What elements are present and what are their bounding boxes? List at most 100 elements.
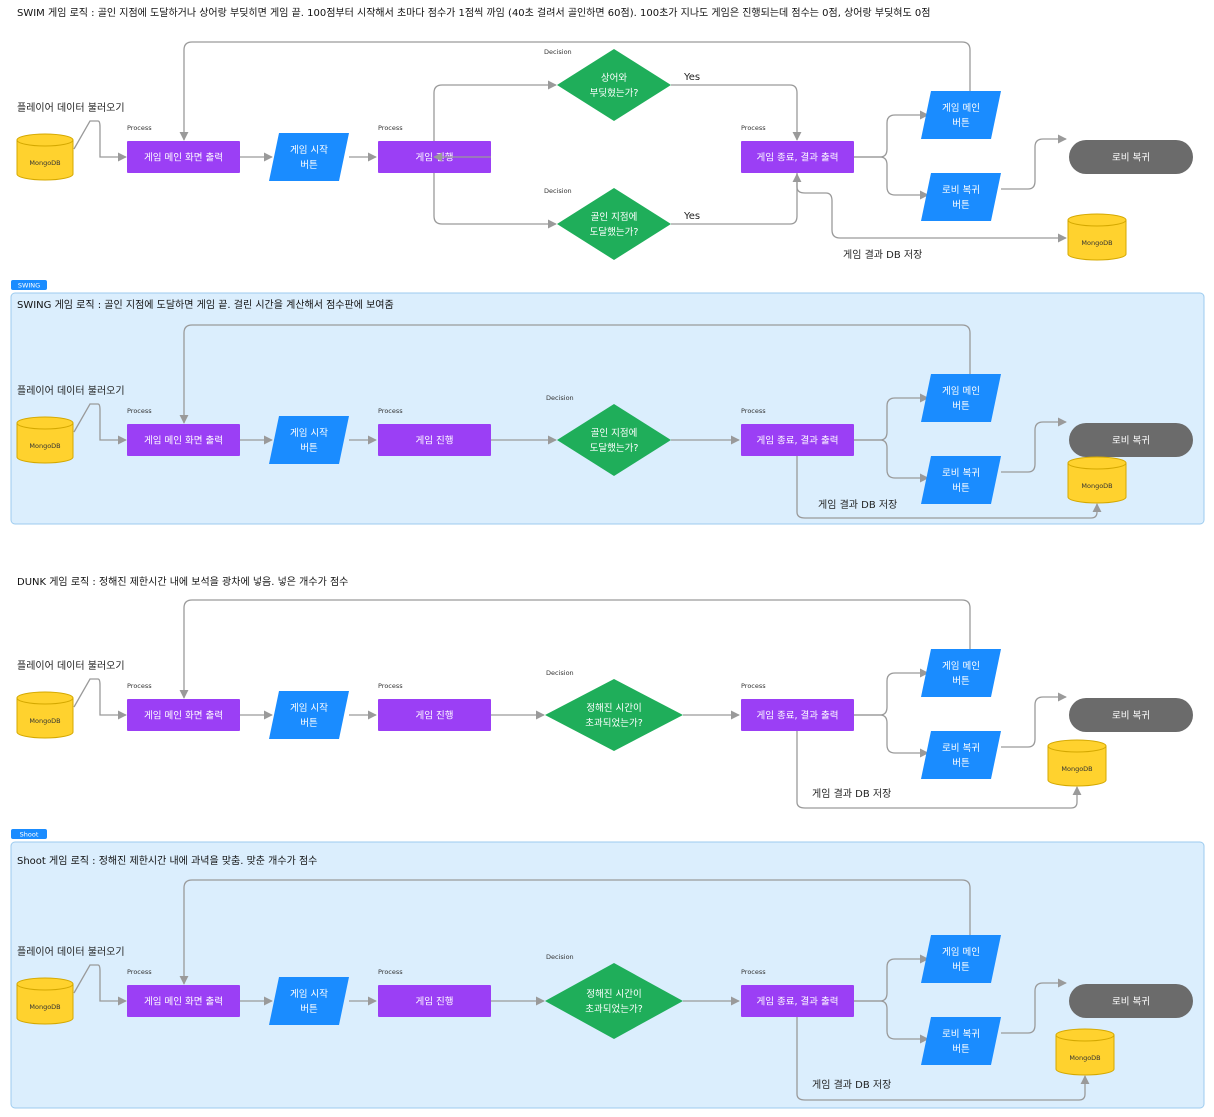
- swimlane-tag-label: SWING: [18, 282, 40, 290]
- decision-label: 정해진 시간이: [586, 702, 641, 714]
- process-label: 게임 메인 화면 출력: [144, 152, 223, 164]
- decision-label: 초과되었는가?: [585, 1003, 642, 1015]
- io-label: 로비 복귀: [942, 185, 980, 196]
- database-label: MongoDB: [1061, 765, 1092, 773]
- connector-load: [73, 964, 127, 1006]
- database-top: [16, 977, 74, 991]
- process-label: 게임 종료, 결과 출력: [757, 996, 839, 1008]
- decision-label: 도달했는가?: [590, 442, 639, 454]
- io-label: 버튼: [300, 1004, 318, 1015]
- process-label: 게임 메인 화면 출력: [144, 435, 223, 447]
- connector-save-result: [796, 173, 1067, 243]
- connector-save-result: [796, 456, 1102, 519]
- process-box: [127, 424, 240, 456]
- terminal-shape: [1069, 698, 1193, 732]
- section-swing: SWING SWING 게임 로직 : 골인 지점에 도달하면 게임 끝. 걸린 …: [10, 280, 1205, 525]
- database-top: [1055, 1028, 1115, 1042]
- process-box: [127, 699, 240, 731]
- io-label: 로비 복귀: [942, 1029, 980, 1040]
- process-box: [378, 985, 491, 1017]
- process-caption: Process: [378, 968, 403, 976]
- decision-caption: Decision: [546, 669, 574, 677]
- terminal-shape: [1069, 984, 1193, 1018]
- io-label: 버튼: [952, 962, 970, 973]
- database-body: [1055, 1035, 1115, 1076]
- result-database: MongoDB: [1055, 1028, 1115, 1076]
- database-label: MongoDB: [29, 159, 60, 167]
- io-shape: [269, 133, 349, 181]
- section-dunk: DUNK 게임 로직 : 정해진 제한시간 내에 보석을 광차에 넣음. 넣은 …: [16, 575, 1193, 809]
- load-player-data-label: 플레이어 데이터 불러오기: [17, 946, 125, 958]
- io-label: 버튼: [300, 718, 318, 729]
- decision-label: 골인 지점에: [591, 211, 638, 223]
- loop-connector: [179, 879, 971, 985]
- database-top: [16, 691, 74, 705]
- main-screen-process: 게임 메인 화면 출력: [127, 141, 240, 173]
- process-box: [127, 985, 240, 1017]
- decision-label: 정해진 시간이: [586, 988, 641, 1000]
- database-top: [1067, 213, 1127, 227]
- process-caption: Process: [127, 968, 152, 976]
- database-top: [1067, 456, 1127, 470]
- database-body: [16, 698, 74, 739]
- main-screen-process: 게임 메인 화면 출력: [127, 699, 240, 731]
- main-screen-process: 게임 메인 화면 출력: [127, 424, 240, 456]
- load-player-data-label: 플레이어 데이터 불러오기: [17, 660, 125, 672]
- connector-yes: [671, 84, 802, 141]
- lobby-return-terminal: 로비 복귀: [1069, 140, 1193, 174]
- end-process: 게임 종료, 결과 출력: [741, 141, 854, 173]
- loop-connector: [179, 599, 971, 699]
- connector-end-to-main-button: [854, 668, 929, 716]
- database-label: MongoDB: [29, 1003, 60, 1011]
- process-box: [378, 699, 491, 731]
- yes-label: Yes: [683, 211, 700, 222]
- database-body: [16, 140, 74, 181]
- decision-shape: [557, 188, 671, 260]
- terminal-label: 로비 복귀: [1112, 436, 1150, 447]
- connector-end-to-lobby-button: [854, 714, 929, 758]
- io-shape: [921, 935, 1001, 983]
- save-result-label: 게임 결과 DB 저장: [818, 498, 897, 511]
- decision-caption: Decision: [544, 48, 572, 56]
- database-top: [16, 133, 74, 147]
- section-title: Shoot 게임 로직 : 정해진 제한시간 내에 과녁을 맞춤. 맞춘 개수가…: [17, 854, 317, 867]
- end-process: 게임 종료, 결과 출력: [741, 699, 854, 731]
- io-label: 게임 메인: [942, 946, 980, 958]
- connector-to-lobby: [1001, 417, 1067, 473]
- connector-progress-to-decision: [433, 173, 557, 229]
- connector-end-to-lobby-button: [854, 439, 929, 483]
- lobby-return-terminal: 로비 복귀: [1069, 984, 1193, 1018]
- section-title: SWING 게임 로직 : 골인 지점에 도달하면 게임 끝. 걸린 시간을 계…: [17, 298, 394, 311]
- process-caption: Process: [378, 407, 403, 415]
- decision-label: 초과되었는가?: [585, 717, 642, 729]
- load-player-data-label: 플레이어 데이터 불러오기: [17, 102, 125, 114]
- connector-end-to-main-button: [854, 954, 929, 1002]
- process-label: 게임 종료, 결과 출력: [757, 710, 839, 722]
- connector-end-to-lobby-button: [854, 1000, 929, 1044]
- database-label: MongoDB: [1081, 239, 1112, 247]
- process-caption: Process: [741, 124, 766, 132]
- connector-to-lobby: [1001, 134, 1067, 190]
- connector-progress-to-decision: [433, 80, 557, 141]
- loop-connector: [179, 324, 971, 424]
- database-top: [16, 416, 74, 430]
- database-label: MongoDB: [29, 442, 60, 450]
- io-label: 버튼: [952, 676, 970, 687]
- connector-load: [73, 120, 127, 162]
- io-label: 게임 시작: [290, 988, 328, 1000]
- connector-end-to-lobby-button: [854, 156, 929, 200]
- io-label: 버튼: [952, 758, 970, 769]
- process-label: 게임 진행: [416, 710, 454, 722]
- swimlane-tag-label: Shoot: [20, 831, 39, 839]
- io-shape: [269, 416, 349, 464]
- decision-shape: [557, 404, 671, 476]
- io-label: 버튼: [300, 443, 318, 454]
- database-body: [16, 984, 74, 1025]
